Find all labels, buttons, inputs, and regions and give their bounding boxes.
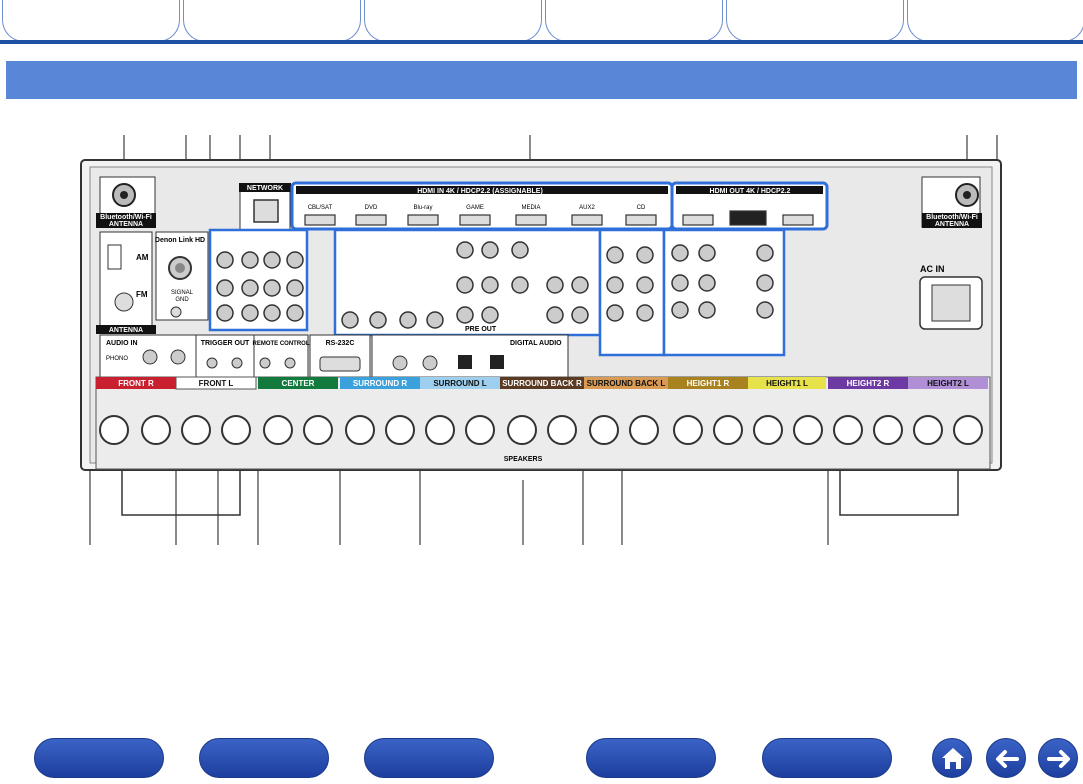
- foot-left: [121, 470, 241, 516]
- foot-right: [839, 470, 959, 516]
- pre-out-jacks: [341, 241, 589, 329]
- section-header-bar: [6, 61, 1077, 99]
- svg-text:HDMI IN 4K / HDCP2.2 (ASSI: HDMI IN 4K / HDCP2.2 (ASSIGNABLE): [417, 188, 543, 195]
- svg-text:SURROUND R: SURROUND R: [353, 379, 407, 388]
- svg-text:ANTENNA: ANTENNA: [109, 221, 143, 228]
- svg-text:DIGITAL AUDIO: DIGITAL AUDIO: [510, 340, 562, 347]
- forward-button[interactable]: [1038, 738, 1078, 778]
- svg-text:ANTENNA: ANTENNA: [109, 327, 143, 334]
- svg-text:Bluetooth/Wi-Fi: Bluetooth/Wi-Fi: [926, 214, 978, 221]
- svg-text:MEDIA: MEDIA: [521, 205, 540, 211]
- top-tab-bar: [0, 0, 1083, 44]
- arrow-left-icon: [996, 750, 1019, 768]
- speaker-terminals: FRONT R FRONT L CENTER SURROUND R SURROU…: [95, 376, 991, 470]
- svg-text:Blu-ray: Blu-ray: [413, 205, 432, 211]
- tab-underline: [0, 40, 1083, 44]
- svg-text:GND: GND: [175, 297, 189, 303]
- svg-text:HDMI OUT 4K / HDCP2.2: HDMI OUT 4K / HDCP2.2: [710, 188, 791, 195]
- svg-text:Bluetooth/Wi-Fi: Bluetooth/Wi-Fi: [100, 214, 152, 221]
- svg-text:NETWORK: NETWORK: [247, 185, 283, 192]
- nav-button-5[interactable]: [762, 738, 892, 778]
- svg-text:HEIGHT1 L: HEIGHT1 L: [766, 379, 808, 388]
- svg-text:REMOTE CONTROL: REMOTE CONTROL: [253, 341, 310, 347]
- arrow-right-icon: [1047, 750, 1070, 768]
- nav-button-4[interactable]: [586, 738, 716, 778]
- svg-text:CENTER: CENTER: [282, 379, 315, 388]
- svg-text:SIGNAL: SIGNAL: [171, 290, 194, 296]
- svg-text:TRIGGER OUT: TRIGGER OUT: [201, 340, 250, 347]
- svg-text:HEIGHT2 R: HEIGHT2 R: [847, 379, 890, 388]
- back-button[interactable]: [986, 738, 1026, 778]
- svg-text:HEIGHT2 L: HEIGHT2 L: [927, 379, 969, 388]
- svg-text:FM: FM: [136, 290, 148, 299]
- svg-text:Denon Link HD: Denon Link HD: [155, 237, 205, 244]
- svg-text:PHONO: PHONO: [106, 356, 128, 362]
- tab-1[interactable]: [2, 0, 180, 42]
- tab-3[interactable]: [364, 0, 542, 42]
- svg-text:SURROUND L: SURROUND L: [433, 379, 486, 388]
- tab-2[interactable]: [183, 0, 361, 42]
- svg-text:GAME: GAME: [466, 205, 484, 211]
- nav-button-3[interactable]: [364, 738, 494, 778]
- svg-text:AUDIO IN: AUDIO IN: [106, 340, 138, 347]
- network-port: [253, 199, 279, 223]
- home-button[interactable]: [932, 738, 972, 778]
- svg-text:CBL/SAT: CBL/SAT: [308, 205, 333, 211]
- rear-panel-diagram: Bluetooth/Wi-Fi ANTENNA AM FM ANTENNA De…: [80, 135, 1002, 545]
- tab-4[interactable]: [545, 0, 723, 42]
- nav-button-2[interactable]: [199, 738, 329, 778]
- svg-text:AUX2: AUX2: [579, 205, 595, 211]
- tab-6[interactable]: [907, 0, 1083, 42]
- svg-text:SURROUND BACK L: SURROUND BACK L: [587, 379, 666, 388]
- ac-in-label: AC IN: [920, 264, 945, 274]
- hdmi-in-ports: [304, 214, 657, 226]
- pre-out-label: PRE OUT: [465, 326, 497, 333]
- home-icon: [942, 748, 964, 769]
- svg-text:SPEAKERS: SPEAKERS: [504, 456, 543, 463]
- svg-text:ANTENNA: ANTENNA: [935, 221, 969, 228]
- svg-text:CD: CD: [637, 205, 646, 211]
- svg-text:FRONT R: FRONT R: [118, 379, 154, 388]
- svg-text:SURROUND BACK R: SURROUND BACK R: [502, 379, 582, 388]
- svg-text:DVD: DVD: [365, 205, 378, 211]
- bt-antenna-left-label: [96, 213, 156, 228]
- svg-text:AM: AM: [136, 253, 149, 262]
- svg-text:FRONT L: FRONT L: [199, 379, 234, 388]
- trigger-out-panel: [195, 334, 255, 378]
- tab-5[interactable]: [726, 0, 904, 42]
- svg-text:HEIGHT1 R: HEIGHT1 R: [687, 379, 730, 388]
- audio-in-jacks: [216, 251, 304, 322]
- nav-button-1[interactable]: [34, 738, 164, 778]
- svg-text:RS-232C: RS-232C: [326, 340, 355, 347]
